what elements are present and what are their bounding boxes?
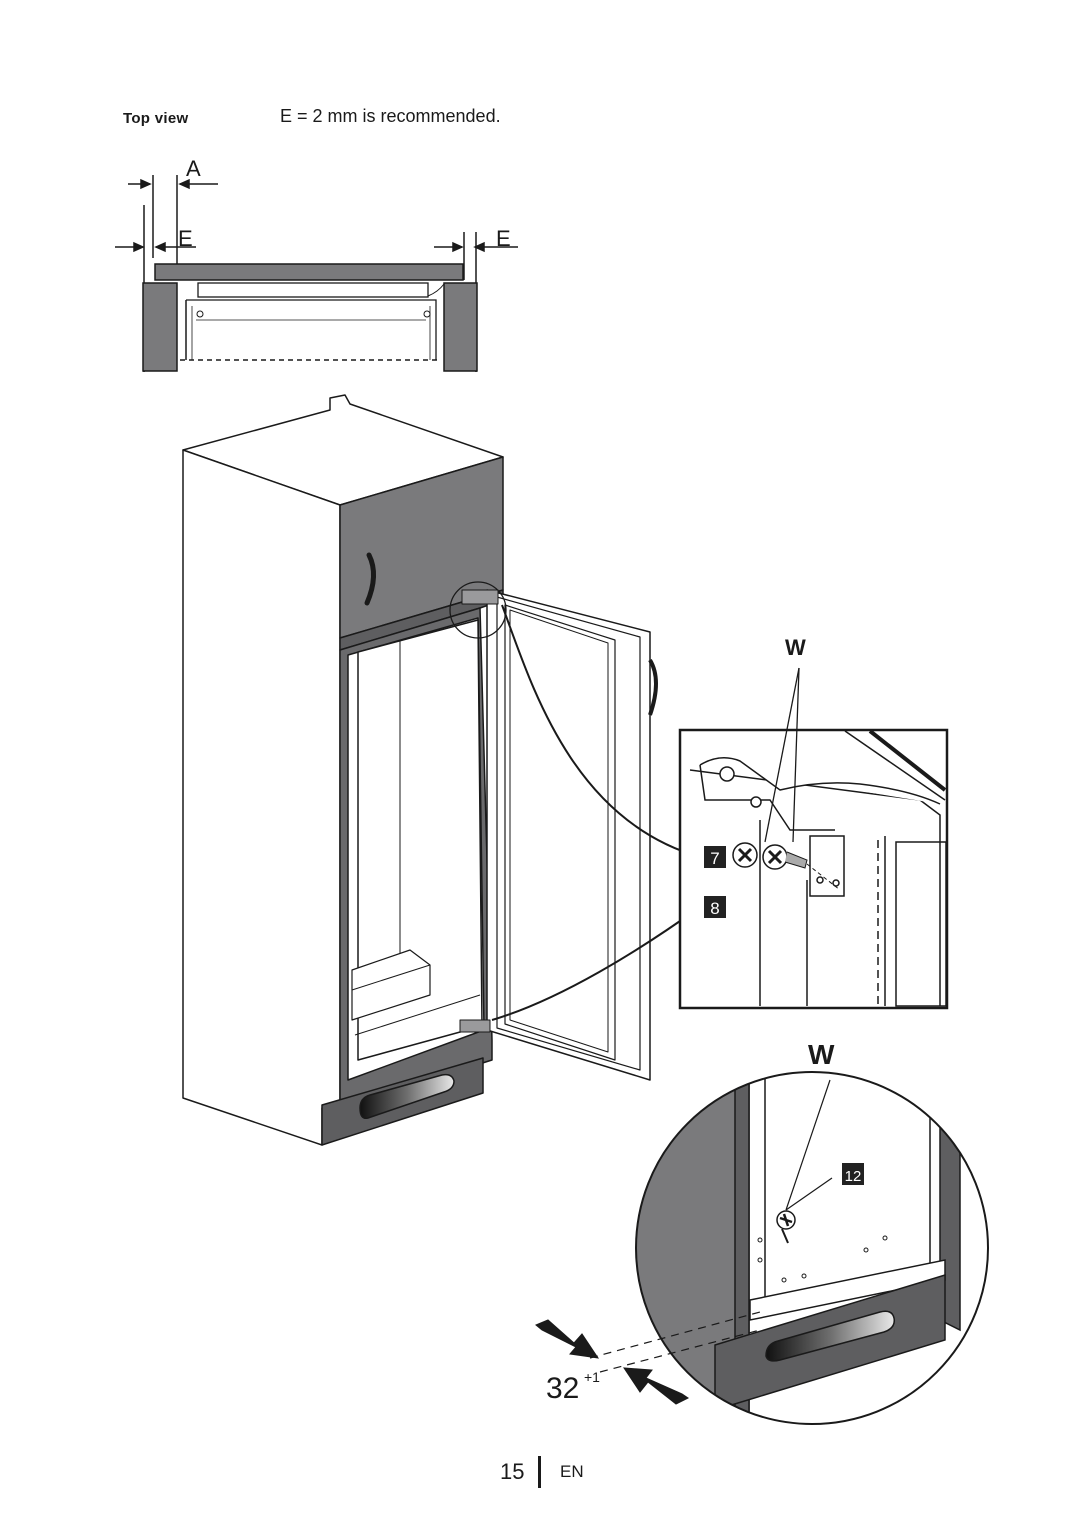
dimension-32-indicator [535, 1311, 761, 1405]
dimension-32-value: 32 [546, 1372, 579, 1405]
hinge-detail-box [678, 728, 949, 1010]
recommendation-note: E = 2 mm is recommended. [280, 106, 501, 126]
leader-arrows [491, 604, 704, 1021]
dimension-a-label: A [186, 156, 201, 181]
step-8-label: 8 [710, 899, 719, 918]
dimension-32-tolerance: +1 [584, 1369, 600, 1385]
fridge-cabinet-illustration [182, 394, 658, 1146]
page-footer: 15 EN [0, 1455, 1080, 1495]
step-12-label: 12 [845, 1168, 862, 1185]
dimension-e-left-label: E [178, 226, 193, 251]
top-view-schematic [115, 175, 518, 372]
step-7-box [704, 846, 726, 868]
detail-circle-outline [635, 1071, 989, 1425]
w-upper-pointer-lines [764, 667, 800, 843]
step-7-label: 7 [710, 849, 719, 868]
top-view-label: Top view [123, 110, 189, 127]
footer-divider [538, 1456, 541, 1488]
step-8-box [704, 896, 726, 918]
dimension-e-right-label: E [496, 226, 511, 251]
page-number: 15 [500, 1459, 525, 1484]
callout-w-upper: W [785, 635, 806, 660]
language-code: EN [560, 1462, 584, 1481]
callout-w-lower: W [808, 1039, 835, 1070]
step-12-box [842, 1163, 864, 1185]
